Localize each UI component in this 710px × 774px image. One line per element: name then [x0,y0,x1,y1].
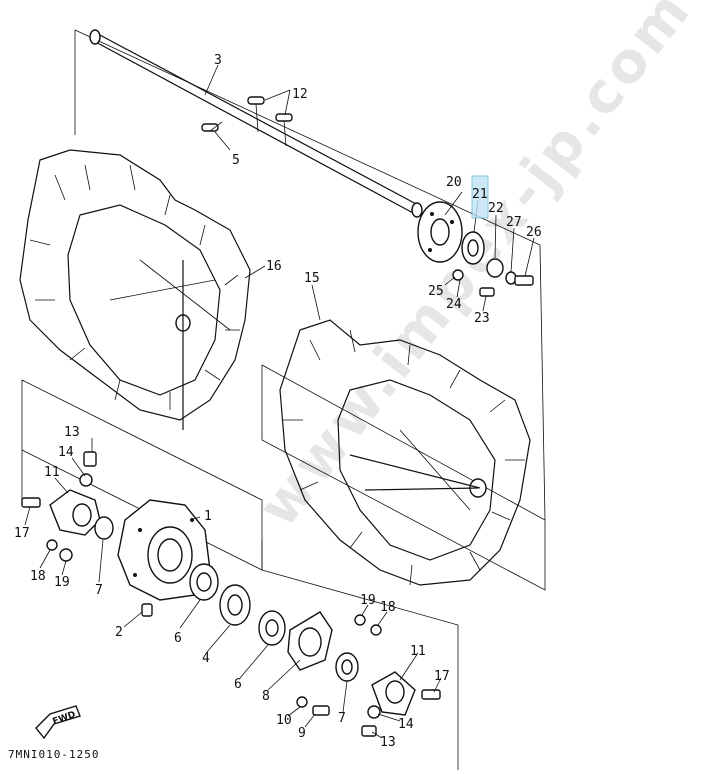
label-part-13-right[interactable]: 13 [380,735,396,750]
label-part-15[interactable]: 15 [304,271,320,286]
label-part-11-left[interactable]: 11 [44,465,60,480]
label-part-1[interactable]: 1 [204,509,212,524]
label-part-4[interactable]: 4 [202,651,210,666]
watermark: www.impex-jp.com [246,0,705,539]
label-part-18-left[interactable]: 18 [30,569,46,584]
label-part-19-left[interactable]: 19 [54,575,70,590]
label-part-7-left[interactable]: 7 [95,583,103,598]
label-part-27[interactable]: 27 [506,215,522,230]
label-part-2[interactable]: 2 [115,625,123,640]
label-part-26[interactable]: 26 [526,225,542,240]
drive-train-parts[interactable] [141,563,359,716]
upper-frame [74,29,546,521]
label-part-23[interactable]: 23 [474,311,490,326]
right-auger-rotor[interactable] [279,319,531,586]
label-part-10[interactable]: 10 [276,713,292,728]
forward-arrow-icon: FWD [35,705,81,740]
lower-right-frame [261,540,459,770]
label-part-22[interactable]: 22 [488,201,504,216]
leader-lines [24,64,535,739]
label-part-19-right[interactable]: 19 [360,593,376,608]
highlight-part-21 [471,175,489,219]
label-part-7-right[interactable]: 7 [338,711,346,726]
flange-bearing-assembly[interactable] [417,201,534,297]
label-part-17-left[interactable]: 17 [14,526,30,541]
key-parts[interactable] [201,96,293,147]
label-part-20[interactable]: 20 [446,175,462,190]
label-part-6-right[interactable]: 6 [234,677,242,692]
left-bearing-housing[interactable] [21,451,114,562]
part-labels: 3 12 5 20 21 22 27 26 25 24 23 16 15 1 1… [14,53,542,750]
label-part-21[interactable]: 21 [472,187,488,202]
label-part-12[interactable]: 12 [292,87,308,102]
label-part-11-right[interactable]: 11 [410,644,426,659]
left-auger-rotor[interactable] [19,149,251,430]
drawing-code: 7MNI010-1250 [8,748,99,761]
label-part-25[interactable]: 25 [428,284,444,299]
label-part-14-left[interactable]: 14 [58,445,74,460]
label-part-18-right[interactable]: 18 [380,600,396,615]
shaft[interactable] [89,29,423,218]
label-part-17-right[interactable]: 17 [434,669,450,684]
label-part-24[interactable]: 24 [446,297,462,312]
label-part-14-right[interactable]: 14 [398,717,414,732]
label-part-13-left[interactable]: 13 [64,425,80,440]
right-bearing-housing[interactable] [354,614,441,737]
label-part-9[interactable]: 9 [298,726,306,741]
label-part-6-left[interactable]: 6 [174,631,182,646]
label-part-5[interactable]: 5 [232,153,240,168]
label-part-16[interactable]: 16 [266,259,282,274]
right-rotor-frame [261,364,546,591]
label-part-3[interactable]: 3 [214,53,222,68]
label-part-8[interactable]: 8 [262,689,270,704]
